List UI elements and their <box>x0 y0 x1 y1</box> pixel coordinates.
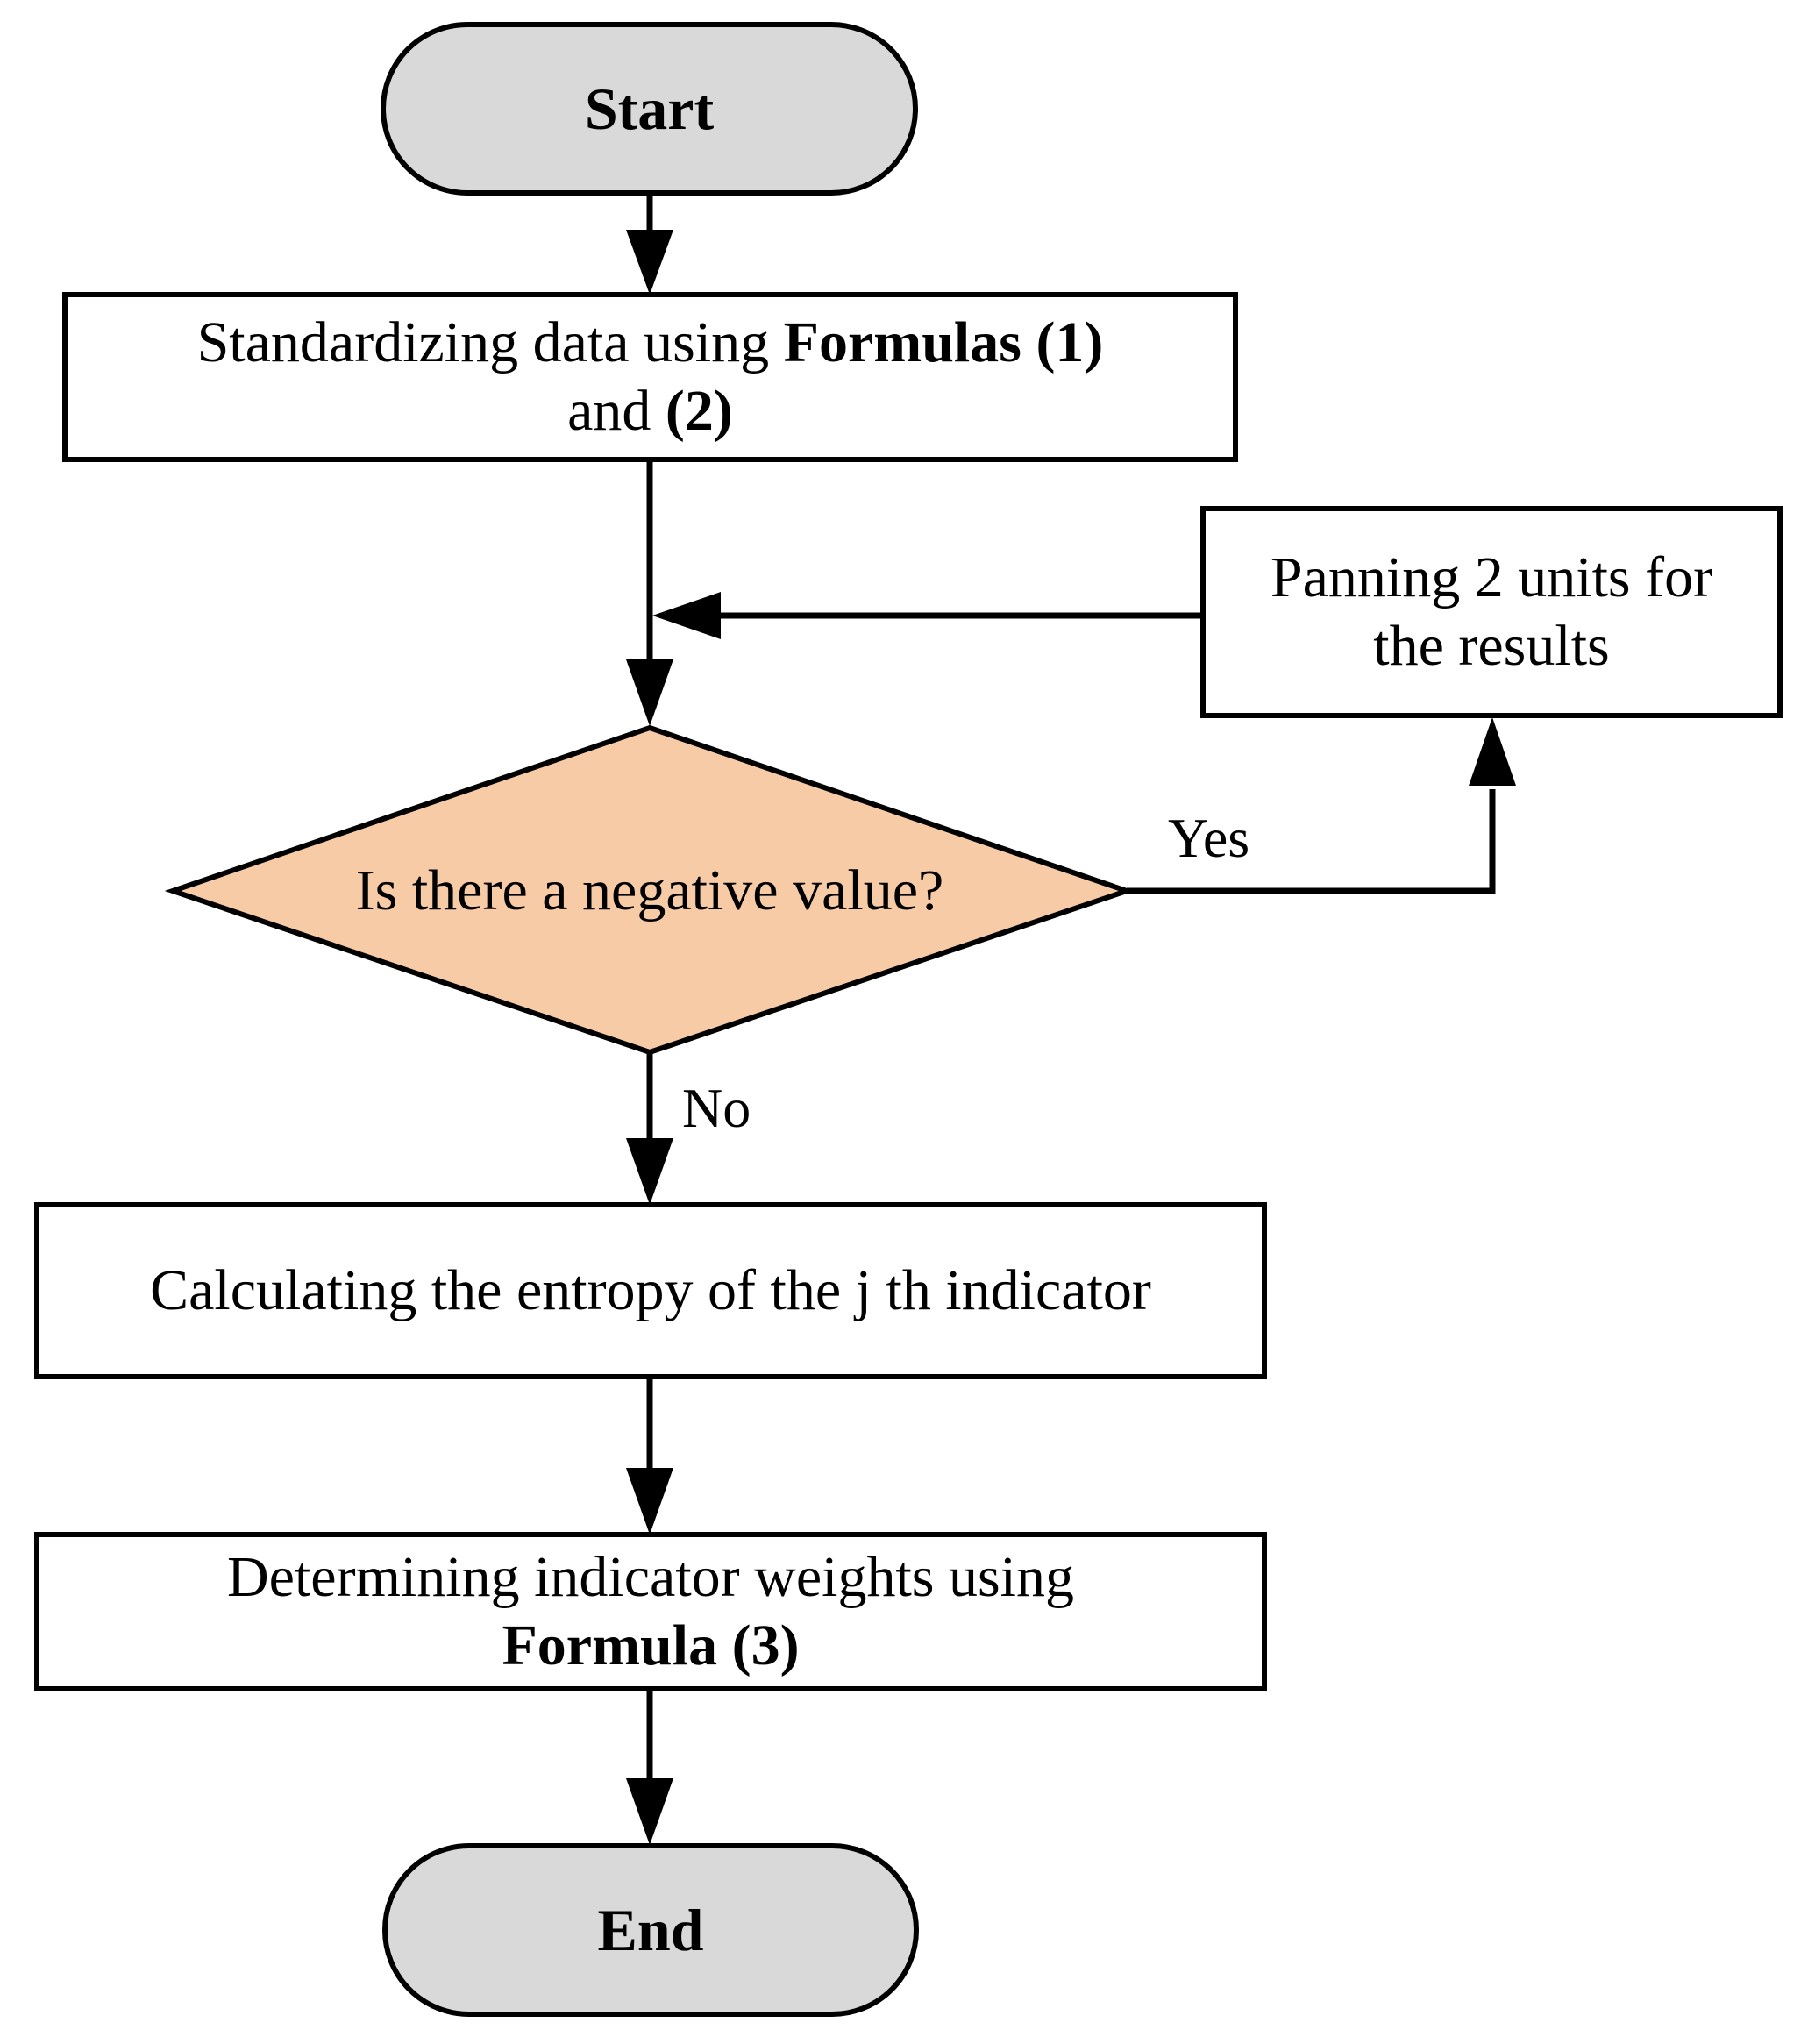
weights-node: Determining indicator weights using Form… <box>37 1535 1264 1689</box>
arrowhead-to-standardize <box>626 230 673 295</box>
arrowhead-to-decision <box>626 659 673 726</box>
entropy-node: Calculating the entropy of the j th indi… <box>37 1205 1264 1377</box>
yes-edge-label: Yes <box>1168 807 1250 869</box>
panning-node: Panning 2 units for the results <box>1203 509 1780 716</box>
standardize-formula-ref-2: (2) <box>665 379 733 443</box>
weights-process-shape <box>34 1532 1267 1691</box>
panning-line-1: Panning 2 units for <box>1270 545 1713 610</box>
arrowhead-to-panning <box>1469 717 1516 786</box>
entropy-process-shape <box>34 1202 1267 1379</box>
standardize-line-2: and (2) <box>567 377 733 445</box>
arrowhead-to-end <box>626 1778 673 1845</box>
end-label: End <box>597 1896 704 1963</box>
standardize-process-shape <box>62 292 1238 462</box>
standardize-node: Standardizing data using Formulas (1) an… <box>65 295 1235 459</box>
standardize-text-2: and <box>567 379 666 443</box>
start-node: Start <box>383 25 915 193</box>
connector-decision-yes <box>1127 789 1496 894</box>
weights-line-1: Determining indicator weights using <box>227 1545 1074 1610</box>
arrowhead-to-weights <box>626 1468 673 1535</box>
standardize-line-1: Standardizing data using Formulas (1) <box>197 309 1104 377</box>
decision-node: Is there a negative value? <box>210 815 1089 966</box>
end-terminal-shape <box>382 1843 919 2017</box>
start-label: Start <box>584 75 715 142</box>
panning-line-2: the results <box>1373 614 1610 678</box>
arrowhead-to-merge <box>652 592 721 639</box>
decision-label: Is there a negative value? <box>355 858 944 923</box>
weights-formula-ref: Formula (3) <box>502 1613 800 1677</box>
arrowhead-to-entropy <box>626 1138 673 1205</box>
standardize-formula-ref-1: Formulas (1) <box>783 310 1104 375</box>
end-node: End <box>385 1846 916 2014</box>
panning-process-shape <box>1200 506 1783 718</box>
no-edge-label: No <box>682 1077 751 1139</box>
entropy-label: Calculating the entropy of the j th indi… <box>150 1258 1151 1323</box>
standardize-text-1: Standardizing data using <box>196 310 784 375</box>
